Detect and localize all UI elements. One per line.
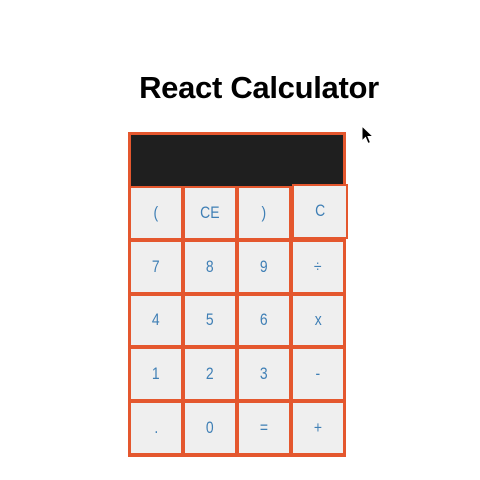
digit-0-button[interactable]: 0 xyxy=(206,418,214,439)
subtract-button[interactable]: - xyxy=(315,364,321,385)
digit-9-button-cell: 9 xyxy=(239,241,289,292)
close-paren-button[interactable]: ) xyxy=(261,202,267,223)
add-button-cell: + xyxy=(293,403,343,453)
digit-4-button-cell: 4 xyxy=(131,295,181,346)
calculator: ( CE) C 7 8 9 ÷ 4 5 6 x 1 2 3 -. 0 = + xyxy=(128,132,348,457)
digit-3-button[interactable]: 3 xyxy=(260,364,268,385)
digit-5-button[interactable]: 5 xyxy=(206,310,214,331)
digit-8-button-cell: 8 xyxy=(185,241,235,292)
multiply-button[interactable]: x xyxy=(314,310,322,331)
equals-button-cell: = xyxy=(239,403,289,453)
clear-entry-button-cell: CE xyxy=(185,188,235,238)
clear-button[interactable]: C xyxy=(314,201,326,222)
close-paren-button-cell: ) xyxy=(239,188,289,238)
digit-2-button[interactable]: 2 xyxy=(206,364,214,385)
digit-5-button-cell: 5 xyxy=(185,295,235,346)
digit-1-button[interactable]: 1 xyxy=(152,364,160,385)
equals-button[interactable]: = xyxy=(259,418,269,439)
digit-2-button-cell: 2 xyxy=(185,349,235,400)
keypad: ( CE) C 7 8 9 ÷ 4 5 6 x 1 2 3 -. 0 = + xyxy=(129,184,348,455)
add-button[interactable]: + xyxy=(313,418,323,439)
digit-7-button[interactable]: 7 xyxy=(152,256,160,277)
digit-0-button-cell: 0 xyxy=(185,403,235,453)
digit-7-button-cell: 7 xyxy=(131,241,181,292)
open-paren-button-cell: ( xyxy=(131,188,181,238)
divide-button[interactable]: ÷ xyxy=(314,256,322,277)
digit-4-button[interactable]: 4 xyxy=(152,310,160,331)
multiply-button-cell: x xyxy=(293,295,343,346)
calculator-display xyxy=(131,135,343,186)
digit-3-button-cell: 3 xyxy=(239,349,289,400)
open-paren-button[interactable]: ( xyxy=(153,202,159,223)
decimal-button-cell: . xyxy=(131,403,181,453)
decimal-button[interactable]: . xyxy=(154,418,158,439)
digit-9-button[interactable]: 9 xyxy=(260,256,268,277)
clear-button-cell: C xyxy=(292,184,348,239)
subtract-button-cell: - xyxy=(293,349,343,400)
digit-6-button-cell: 6 xyxy=(239,295,289,346)
digit-6-button[interactable]: 6 xyxy=(260,310,268,331)
clear-entry-button[interactable]: CE xyxy=(200,202,220,223)
digit-1-button-cell: 1 xyxy=(131,349,181,400)
mouse-pointer-icon xyxy=(361,125,375,145)
page-title: React Calculator xyxy=(139,70,379,105)
divide-button-cell: ÷ xyxy=(293,241,343,292)
digit-8-button[interactable]: 8 xyxy=(206,256,214,277)
